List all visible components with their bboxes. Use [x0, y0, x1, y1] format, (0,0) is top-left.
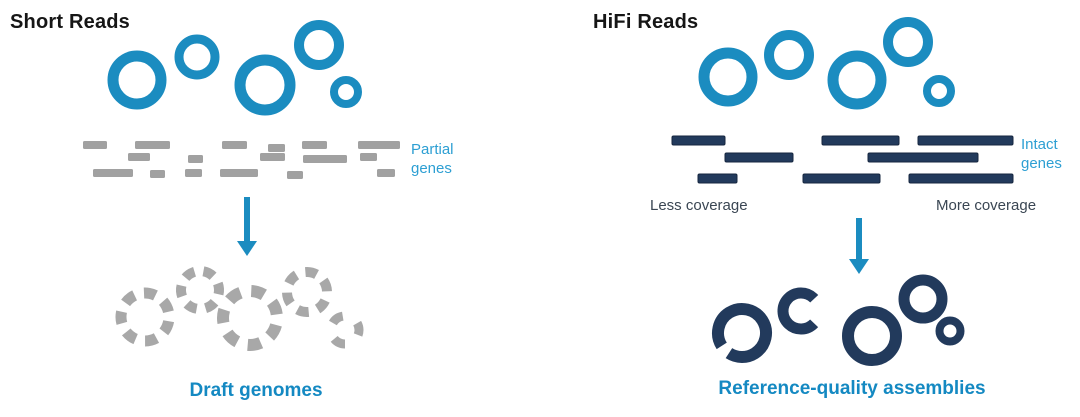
hifi-read-bar	[802, 173, 881, 184]
short-read-fragment	[188, 155, 203, 163]
short-read-fragment	[360, 153, 377, 161]
short-read-fragment	[220, 169, 258, 177]
short-read-fragment	[150, 170, 165, 178]
short-read-circle	[294, 20, 344, 70]
less-coverage-label: Less coverage	[650, 197, 748, 214]
short-read-fragment	[83, 141, 107, 149]
short-read-fragment	[358, 141, 400, 149]
hifi-read-bar	[821, 135, 900, 146]
hifi-reads-down-arrow-head	[849, 259, 869, 274]
short-read-circle	[234, 54, 296, 116]
short-read-fragment	[93, 169, 133, 177]
short-reads-title: Short Reads	[10, 11, 131, 33]
assembly-ring	[842, 306, 902, 366]
partial-genes-label: Partial genes	[411, 141, 454, 177]
short-read-fragment	[222, 141, 247, 149]
draft-genome-fragment-ring	[326, 311, 364, 349]
draft-genome-fragment-ring	[115, 287, 175, 347]
hifi-read-circle	[698, 47, 758, 107]
draft-genome-fragment-ring	[217, 285, 283, 351]
assembly-ring	[777, 287, 825, 335]
short-read-circle	[107, 50, 167, 110]
short-read-fragment	[185, 169, 202, 177]
hifi-read-bar	[867, 152, 979, 163]
intact-genes-label: Intact genes	[1021, 136, 1062, 172]
short-read-fragment	[377, 169, 395, 177]
hifi-read-circle	[764, 30, 814, 80]
short-read-fragment	[302, 141, 327, 149]
reference-quality-assemblies-caption: Reference-quality assemblies	[718, 378, 986, 399]
short-read-fragment	[303, 155, 347, 163]
short-read-fragment	[260, 153, 285, 161]
short-reads-down-arrow-head	[237, 241, 257, 256]
hifi-reads-title: HiFi Reads	[593, 11, 699, 33]
short-read-fragment	[135, 141, 170, 149]
more-coverage-label: More coverage	[936, 197, 1037, 214]
hifi-read-bar	[697, 173, 738, 184]
draft-genome-fragment-ring	[176, 266, 224, 314]
hifi-read-bar	[724, 152, 794, 163]
hifi-read-bar	[671, 135, 726, 146]
short-read-circle	[330, 76, 362, 108]
hifi-read-circle	[923, 75, 955, 107]
hifi-read-bar	[917, 135, 1014, 146]
assembly-ring	[712, 303, 772, 363]
hifi-read-circle	[883, 17, 933, 67]
short-read-fragment	[128, 153, 150, 161]
assembly-ring	[935, 316, 965, 346]
hifi-read-circle	[827, 50, 887, 110]
short-read-fragment	[268, 144, 285, 152]
draft-genomes-caption: Draft genomes	[189, 380, 323, 401]
short-read-circle	[174, 34, 220, 80]
hifi-read-bar	[908, 173, 1014, 184]
short-read-fragment	[287, 171, 303, 179]
draft-genome-fragment-ring	[282, 267, 332, 317]
assembly-ring	[898, 274, 948, 324]
